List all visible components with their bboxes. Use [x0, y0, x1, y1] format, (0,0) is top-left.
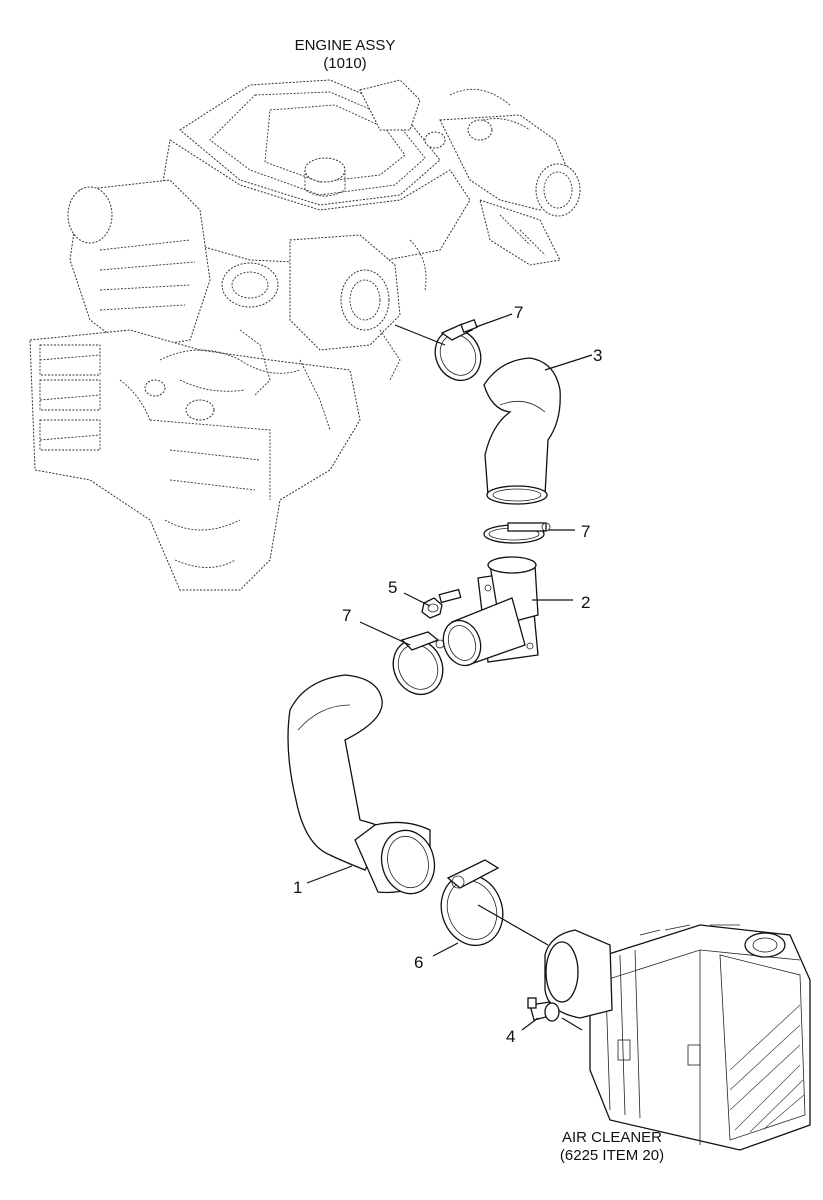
upper-hose-3 [483, 357, 561, 505]
callout-7-middle: 7 [581, 522, 590, 541]
callout-2: 2 [581, 593, 590, 612]
callout-1: 1 [293, 878, 302, 897]
hose-clamp-lower [392, 631, 445, 695]
flange-adapter-2 [442, 556, 539, 667]
engine-assy-caption: ENGINE ASSY [295, 37, 396, 54]
air-cleaner-reference: (6225 ITEM 20) [560, 1147, 664, 1164]
bolt-5 [421, 588, 462, 619]
engine-assy-number: (1010) [323, 55, 366, 72]
engine-assembly-illustration [29, 79, 581, 591]
lower-hose-1 [287, 674, 436, 895]
callout-6: 6 [414, 953, 423, 972]
leader-lines [306, 313, 593, 1031]
fitting-4 [527, 997, 560, 1022]
air-cleaner-illustration [544, 924, 811, 1151]
hose-clamp-middle [483, 522, 551, 544]
callout-7-lower: 7 [342, 606, 351, 625]
hose-clamp-6 [440, 859, 504, 947]
callout-4: 4 [506, 1027, 515, 1046]
callout-7-top: 7 [514, 303, 523, 322]
hose-clamp-top [434, 319, 482, 381]
callout-3: 3 [593, 346, 602, 365]
air-cleaner-caption: AIR CLEANER [562, 1129, 662, 1146]
callout-5: 5 [388, 578, 397, 597]
